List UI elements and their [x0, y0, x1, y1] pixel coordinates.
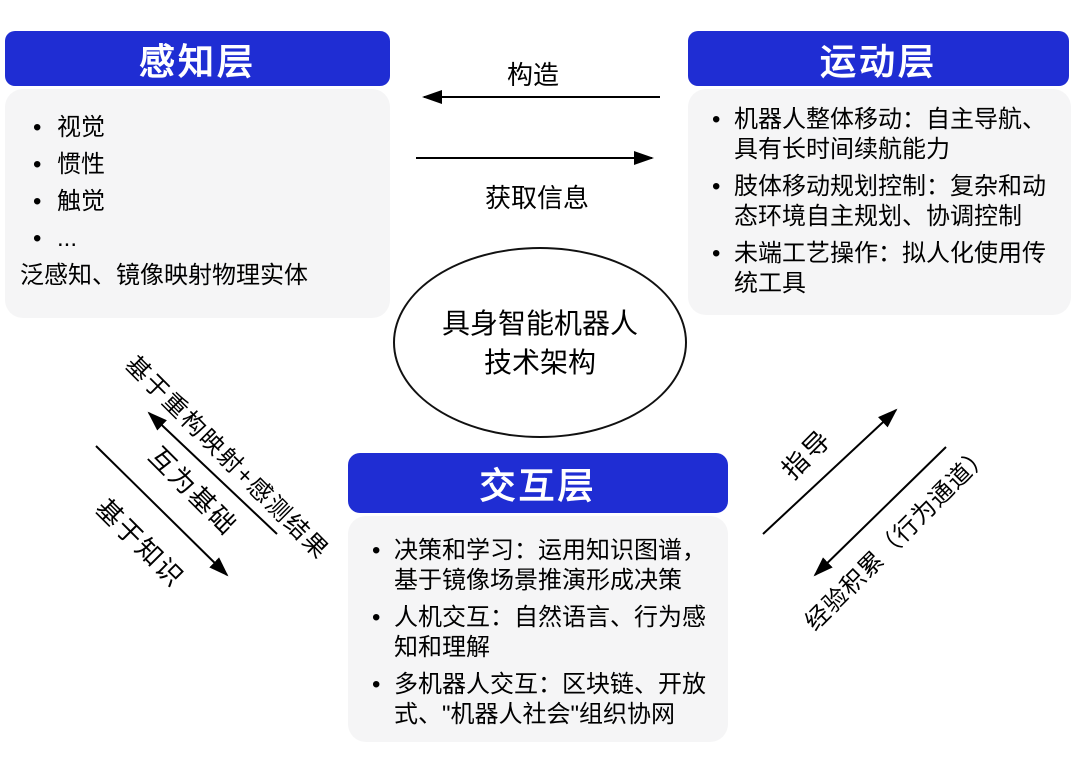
center-ellipse: 具身智能机器人 技术架构 — [393, 247, 687, 438]
bullet-marker: • — [372, 604, 381, 631]
interaction-layer-title: 交互层 — [479, 465, 597, 506]
perception-layer-header: 感知层 — [5, 31, 390, 86]
motion-bullet: 未端工艺操作：拟人化使用传统工具 — [734, 240, 1046, 297]
acquire-info-arrow-label: 获取信息 — [484, 183, 589, 213]
interaction-bullet: 人机交互：自然语言、行为感知和理解 — [394, 604, 706, 661]
perception-bullet: 视觉 — [57, 114, 105, 141]
motion-layer-title: 运动层 — [819, 40, 937, 82]
right-top-relation-label: 指导 — [775, 422, 839, 486]
motion-bullet-list: • 机器人整体移动：自主导航、具有长时间续航能力 • 肢体移动规划控制：复杂和动… — [704, 105, 1063, 299]
perception-bullet-list: • 视觉 • 惯性 • 触觉 • ... — [25, 109, 380, 257]
motion-layer-panel: • 机器人整体移动：自主导航、具有长时间续航能力 • 肢体移动规划控制：复杂和动… — [688, 89, 1071, 315]
list-item: • ... — [25, 220, 380, 257]
interaction-layer-header: 交互层 — [348, 453, 728, 513]
interaction-bullet: 决策和学习：运用知识图谱，基于镜像场景推演形成决策 — [394, 537, 706, 594]
perception-layer-panel: • 视觉 • 惯性 • 触觉 • ... 泛感知、镜像映射物理实体 — [5, 89, 390, 318]
bullet-marker: • — [372, 537, 381, 564]
motion-layer-header: 运动层 — [688, 31, 1069, 86]
motion-bullet: 机器人整体移动：自主导航、具有长时间续航能力 — [734, 106, 1046, 163]
right-up-arrow — [762, 408, 898, 535]
bullet-marker: • — [712, 173, 721, 200]
bullet-marker: • — [33, 114, 42, 141]
list-item: • 视觉 — [25, 109, 380, 146]
right-bottom-relation-label: 经验积累（行为通道） — [800, 440, 997, 637]
list-item: • 机器人整体移动：自主导航、具有长时间续航能力 — [704, 105, 1063, 165]
list-item: • 多机器人交互：区块链、开放式、"机器人社会"组织协网 — [364, 670, 720, 730]
bullet-marker: • — [33, 225, 42, 252]
interaction-bullet: 多机器人交互：区块链、开放式、"机器人社会"组织协网 — [394, 671, 706, 728]
interaction-bullet-list: • 决策和学习：运用知识图谱，基于镜像场景推演形成决策 • 人机交互：自然语言、… — [364, 536, 720, 730]
bullet-marker: • — [33, 151, 42, 178]
bullet-marker: • — [712, 240, 721, 267]
left-bottom-relation-label: 基于知识 — [89, 492, 191, 594]
list-item: • 决策和学习：运用知识图谱，基于镜像场景推演形成决策 — [364, 536, 720, 596]
bullet-marker: • — [372, 671, 381, 698]
bullet-marker: • — [712, 106, 721, 133]
list-item: • 触觉 — [25, 183, 380, 220]
list-item: • 未端工艺操作：拟人化使用传统工具 — [704, 239, 1063, 299]
perception-layer-title: 感知层 — [138, 40, 256, 82]
bullet-marker: • — [33, 188, 42, 215]
perception-bullet: 惯性 — [57, 151, 105, 178]
perception-footer-text: 泛感知、镜像映射物理实体 — [20, 262, 308, 289]
list-item: • 惯性 — [25, 146, 380, 183]
motion-bullet: 肢体移动规划控制：复杂和动态环境自主规划、协调控制 — [734, 173, 1046, 230]
perception-bullet: 触觉 — [57, 188, 105, 215]
interaction-layer-panel: • 决策和学习：运用知识图谱，基于镜像场景推演形成决策 • 人机交互：自然语言、… — [348, 516, 728, 742]
center-ellipse-line1: 具身智能机器人 — [441, 307, 638, 339]
center-ellipse-line2: 技术架构 — [483, 346, 596, 378]
perception-bullet: ... — [57, 225, 78, 252]
construct-arrow-label: 构造 — [506, 60, 559, 90]
list-item: • 人机交互：自然语言、行为感知和理解 — [364, 603, 720, 663]
list-item: • 肢体移动规划控制：复杂和动态环境自主规划、协调控制 — [704, 172, 1063, 232]
